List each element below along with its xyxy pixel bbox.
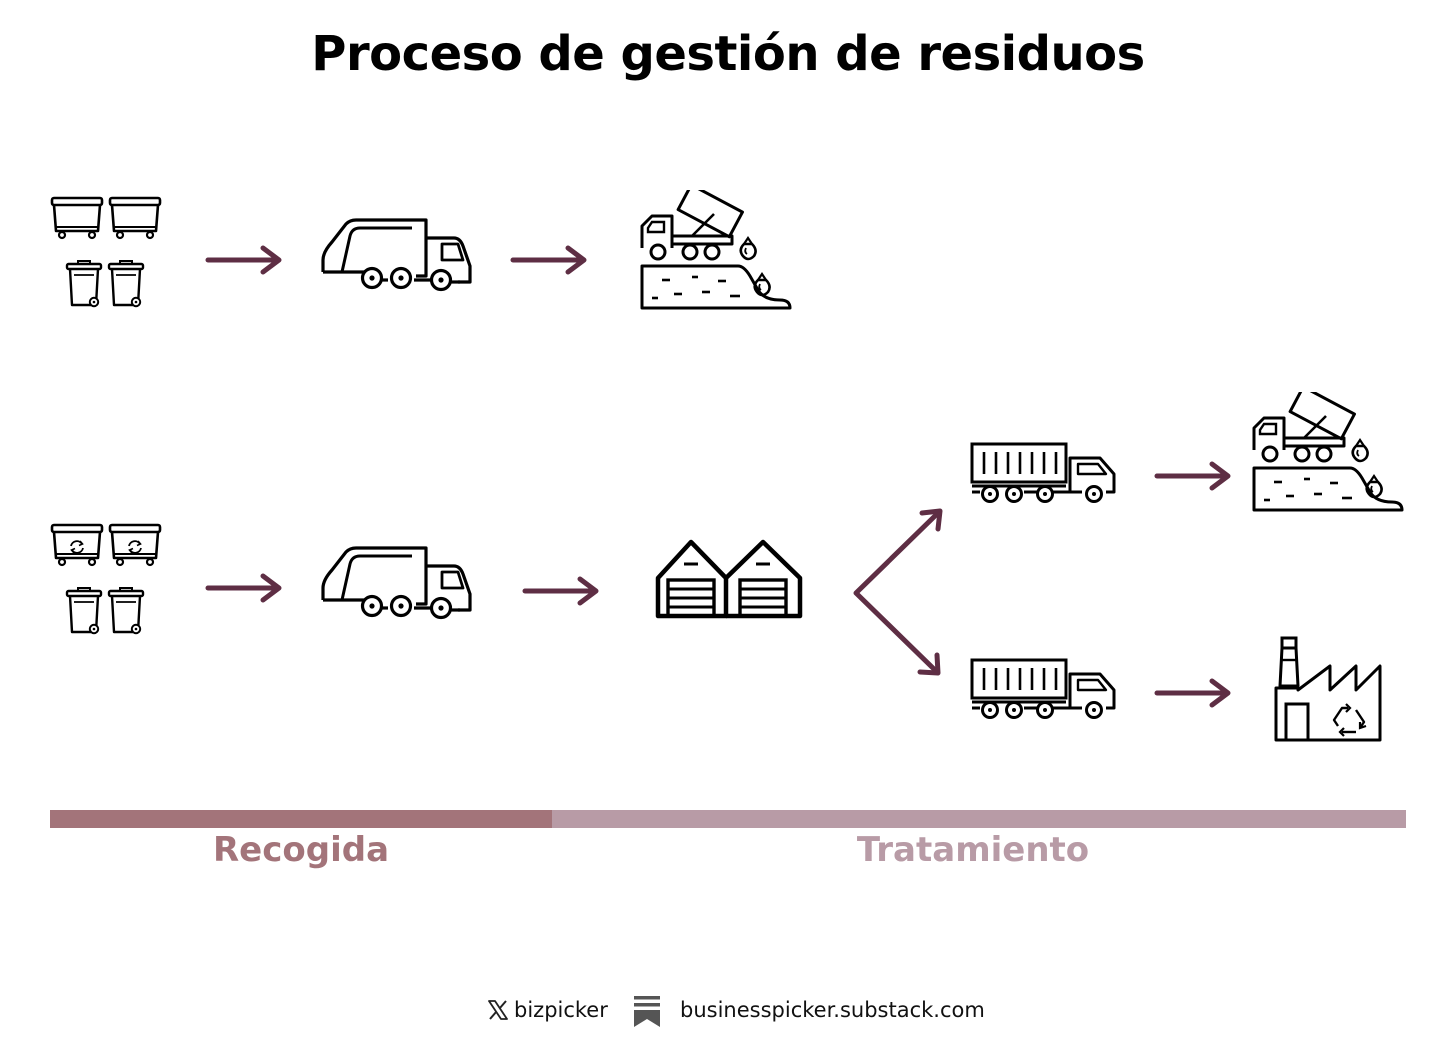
treatment-phase-label: Tratamiento (856, 830, 1090, 870)
treatment-phase-bar (552, 810, 1406, 828)
flow-arrow (205, 245, 282, 275)
page-title: Proceso de gestión de residuos (311, 26, 1145, 82)
x-logo-icon (488, 1000, 508, 1020)
recycling-factory-icon (1274, 636, 1382, 742)
flow-arrow (510, 245, 587, 275)
collection-phase-label: Recogida (212, 830, 390, 870)
container-truck-icon (970, 658, 1116, 719)
waste-bins-icon (50, 196, 162, 308)
flow-arrow (522, 576, 599, 606)
branch-arrows (853, 508, 943, 676)
website-link[interactable]: businesspicker.substack.com (680, 998, 985, 1022)
container-truck-icon (970, 442, 1116, 503)
flow-arrow (205, 573, 282, 603)
substack-logo-icon (634, 996, 660, 1027)
warehouse-icon (654, 538, 806, 620)
flow-arrow (1154, 461, 1231, 491)
garbage-truck-icon (321, 218, 472, 292)
landfill-dump-icon (640, 190, 792, 310)
social-handle[interactable]: bizpicker (514, 998, 608, 1022)
collection-phase-bar (50, 810, 552, 828)
recycling-bins-icon (50, 523, 162, 635)
landfill-dump-icon (1252, 392, 1404, 512)
garbage-truck-icon (321, 546, 472, 620)
flow-arrow (1154, 678, 1231, 708)
